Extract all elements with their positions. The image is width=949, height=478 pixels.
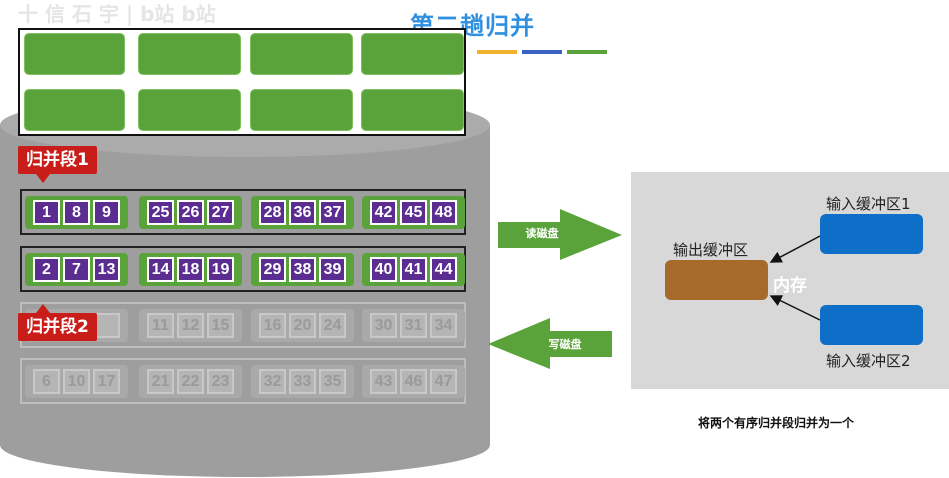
write-disk-label: 写磁盘 [548,338,582,351]
record-cell: 33 [289,369,316,394]
top-block [138,33,241,75]
record-cell: 15 [207,313,234,338]
record-cell: 29 [259,257,286,282]
record-cell: 47 [430,369,457,394]
record-cell: 21 [147,369,174,394]
record-cell: 19 [207,257,234,282]
record-cell: 13 [93,257,120,282]
record-cell: 12 [177,313,204,338]
segment-2-label: 归并段2 [18,313,97,341]
write-disk-arrow-icon [488,318,612,369]
record-cell: 16 [259,313,286,338]
record-cell [93,313,120,338]
record-cell: 20 [289,313,316,338]
output-buffer [665,260,768,300]
record-cell: 8 [63,200,90,225]
record-cell: 6 [33,369,60,394]
record-cell: 26 [177,200,204,225]
record-cell: 24 [319,313,346,338]
record-cell: 32 [259,369,286,394]
record-cell: 34 [430,313,457,338]
read-disk-label: 读磁盘 [525,227,559,240]
record-cell: 36 [289,200,316,225]
record-cell: 1 [33,200,60,225]
input-buffer-2-label: 输入缓冲区2 [826,352,911,370]
top-block [24,33,125,75]
top-block [361,89,464,131]
buffer-arrows-icon [769,235,821,321]
output-buffer-label: 输出缓冲区 [673,241,749,259]
record-cell: 39 [319,257,346,282]
caption-text: 将两个有序归并段归并为一个 [698,416,855,430]
legend-bar-3 [522,50,562,54]
record-cell: 27 [207,200,234,225]
segment-2-pointer-icon [36,304,50,313]
record-cell: 18 [177,257,204,282]
record-cell: 17 [93,369,120,394]
top-block [250,33,353,75]
watermark: 十 信 石 宇 | b站 b站 [18,2,216,26]
record-cell: 7 [63,257,90,282]
record-cell: 35 [319,369,346,394]
record-cell: 37 [319,200,346,225]
record-cell: 40 [370,257,397,282]
top-block [250,89,353,131]
input-buffer-2 [820,305,923,345]
record-cell: 44 [430,257,457,282]
top-block [361,33,464,75]
record-cell: 41 [400,257,427,282]
record-cell: 22 [177,369,204,394]
input-buffer-1 [820,214,923,254]
record-cell: 23 [207,369,234,394]
segment-1-label: 归并段1 [18,146,97,174]
read-disk-arrow-icon [498,209,622,260]
record-cell: 10 [63,369,90,394]
record-cell: 46 [400,369,427,394]
record-cell: 43 [370,369,397,394]
memory-label: 内存 [773,276,807,296]
record-cell: 48 [430,200,457,225]
record-cell: 25 [147,200,174,225]
top-block [138,89,241,131]
record-cell: 30 [370,313,397,338]
legend-bar-2 [477,50,517,54]
record-cell: 9 [93,200,120,225]
record-cell: 45 [400,200,427,225]
legend-bar-4 [567,50,607,54]
input-buffer-1-label: 输入缓冲区1 [826,195,911,213]
segment-1-pointer-icon [36,174,50,183]
record-cell: 11 [147,313,174,338]
record-cell: 42 [370,200,397,225]
top-block [24,89,125,131]
record-cell: 31 [400,313,427,338]
record-cell: 2 [33,257,60,282]
record-cell: 38 [289,257,316,282]
record-cell: 28 [259,200,286,225]
record-cell: 14 [147,257,174,282]
